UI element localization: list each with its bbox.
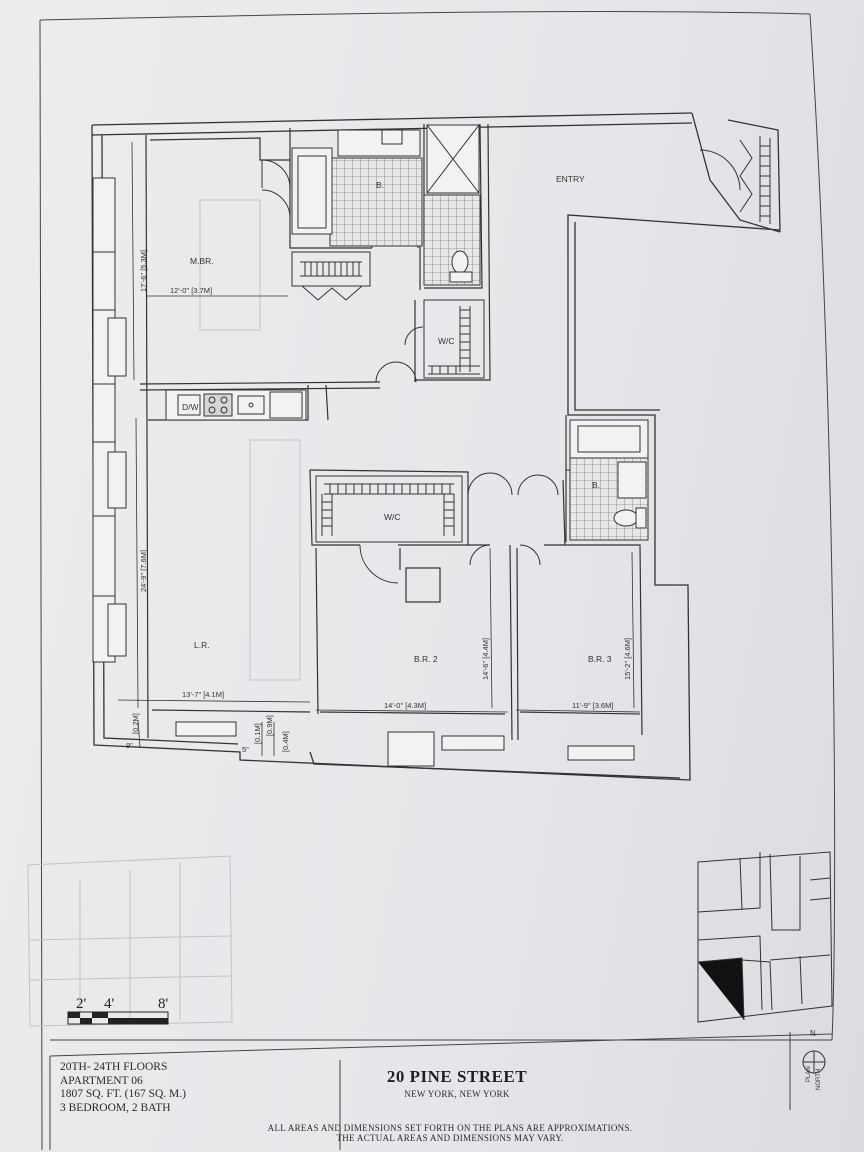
dim-mbr-width: 12'-0" [3.7M] bbox=[170, 286, 212, 295]
disclaimer-line-1: ALL AREAS AND DIMENSIONS SET FORTH ON TH… bbox=[267, 1123, 633, 1133]
label-hall-wic: W/C bbox=[384, 512, 401, 522]
scale-label-2: 2' bbox=[76, 996, 87, 1012]
dimension-lines bbox=[117, 141, 641, 756]
compass-north: NORTH bbox=[816, 1069, 822, 1090]
kitchen-counter bbox=[165, 389, 307, 421]
master-bath bbox=[291, 124, 481, 286]
dim-br3-width: 11'-9" [3.6M] bbox=[572, 701, 613, 710]
context-plan bbox=[27, 199, 301, 1027]
key-plan bbox=[697, 851, 833, 1023]
entry-closet bbox=[739, 136, 771, 224]
apartment-info: 20TH- 24TH FLOORS APARTMENT 06 1807 SQ. … bbox=[60, 1061, 186, 1115]
label-entry: ENTRY bbox=[556, 174, 585, 184]
master-wic bbox=[423, 299, 485, 379]
compass-n: N bbox=[810, 1029, 816, 1038]
dim-wall-9in-m: [0.2M] bbox=[131, 713, 140, 734]
dim-wall-5in-m: [0.1M] bbox=[253, 723, 262, 744]
label-master-bedroom: M.BR. bbox=[190, 256, 214, 266]
dim-br2-width: 14'-0" [4.3M] bbox=[384, 701, 426, 710]
building-title: 20 PINE STREET bbox=[386, 1067, 528, 1086]
west-windows bbox=[92, 177, 127, 663]
scale-label-8: 8' bbox=[158, 996, 169, 1012]
title-block: 20TH- 24TH FLOORS APARTMENT 06 1807 SQ. … bbox=[50, 1055, 840, 1152]
dimension-labels: 17'-6" [5.3M] 12'-0" [3.7M] 24'-9" [7.6M… bbox=[126, 250, 632, 754]
dim-mbr-depth: 17'-6" [5.3M] bbox=[139, 250, 148, 292]
dim-lr-depth: 24'-9" [7.6M] bbox=[139, 550, 148, 592]
door-swings bbox=[261, 149, 741, 584]
apartment-number: APARTMENT 06 bbox=[60, 1074, 143, 1087]
north-compass: N PLAN NORTH bbox=[802, 1029, 826, 1090]
disclaimer: ALL AREAS AND DIMENSIONS SET FORTH ON TH… bbox=[200, 1123, 700, 1143]
dim-lr-width: 13'-7" [4.1M] bbox=[182, 690, 224, 699]
dim-wall-5in: 5" bbox=[242, 745, 249, 754]
structural-column bbox=[405, 567, 441, 603]
label-master-wic: W/C bbox=[438, 336, 455, 346]
disclaimer-line-2: THE ACTUAL AREAS AND DIMENSIONS MAY VARY… bbox=[336, 1133, 564, 1143]
building-city: NEW YORK, NEW YORK bbox=[404, 1089, 510, 1099]
label-living-room: L.R. bbox=[194, 640, 210, 650]
bedrooms-text: 3 BEDROOM, 2 BATH bbox=[60, 1101, 171, 1114]
dim-wall-9in: 9" bbox=[126, 741, 133, 750]
area-text: 1807 SQ. FT. (167 SQ. M.) bbox=[60, 1088, 186, 1100]
dim-wall-04m: [0.4M] bbox=[281, 731, 290, 752]
scale-label-4: 4' bbox=[104, 996, 115, 1012]
master-closet bbox=[291, 251, 371, 301]
dim-br3-depth: 15'-2" [4.6M] bbox=[623, 638, 632, 680]
label-dishwasher: D/W bbox=[182, 402, 199, 412]
label-master-bath: B. bbox=[376, 180, 384, 190]
scale-bar: 2' 4' 8' bbox=[67, 996, 169, 1025]
hall-wic bbox=[315, 475, 463, 543]
label-bedroom-3: B.R. 3 bbox=[588, 654, 612, 664]
label-bedroom-2: B.R. 2 bbox=[414, 654, 438, 664]
south-windows bbox=[175, 721, 635, 767]
second-bath bbox=[569, 419, 649, 541]
sheet-border bbox=[39, 11, 836, 1151]
compass-plan: PLAN bbox=[806, 1066, 812, 1082]
floors-text: 20TH- 24TH FLOORS bbox=[60, 1061, 168, 1073]
dim-br2-depth: 14'-6" [4.4M] bbox=[481, 638, 490, 680]
label-second-bath: B. bbox=[592, 480, 600, 490]
dim-wall-09m: [0.9M] bbox=[265, 715, 274, 736]
room-labels: ENTRY M.BR. B. W/C D/W L.R. W/C B.R. 2 B… bbox=[182, 174, 612, 664]
